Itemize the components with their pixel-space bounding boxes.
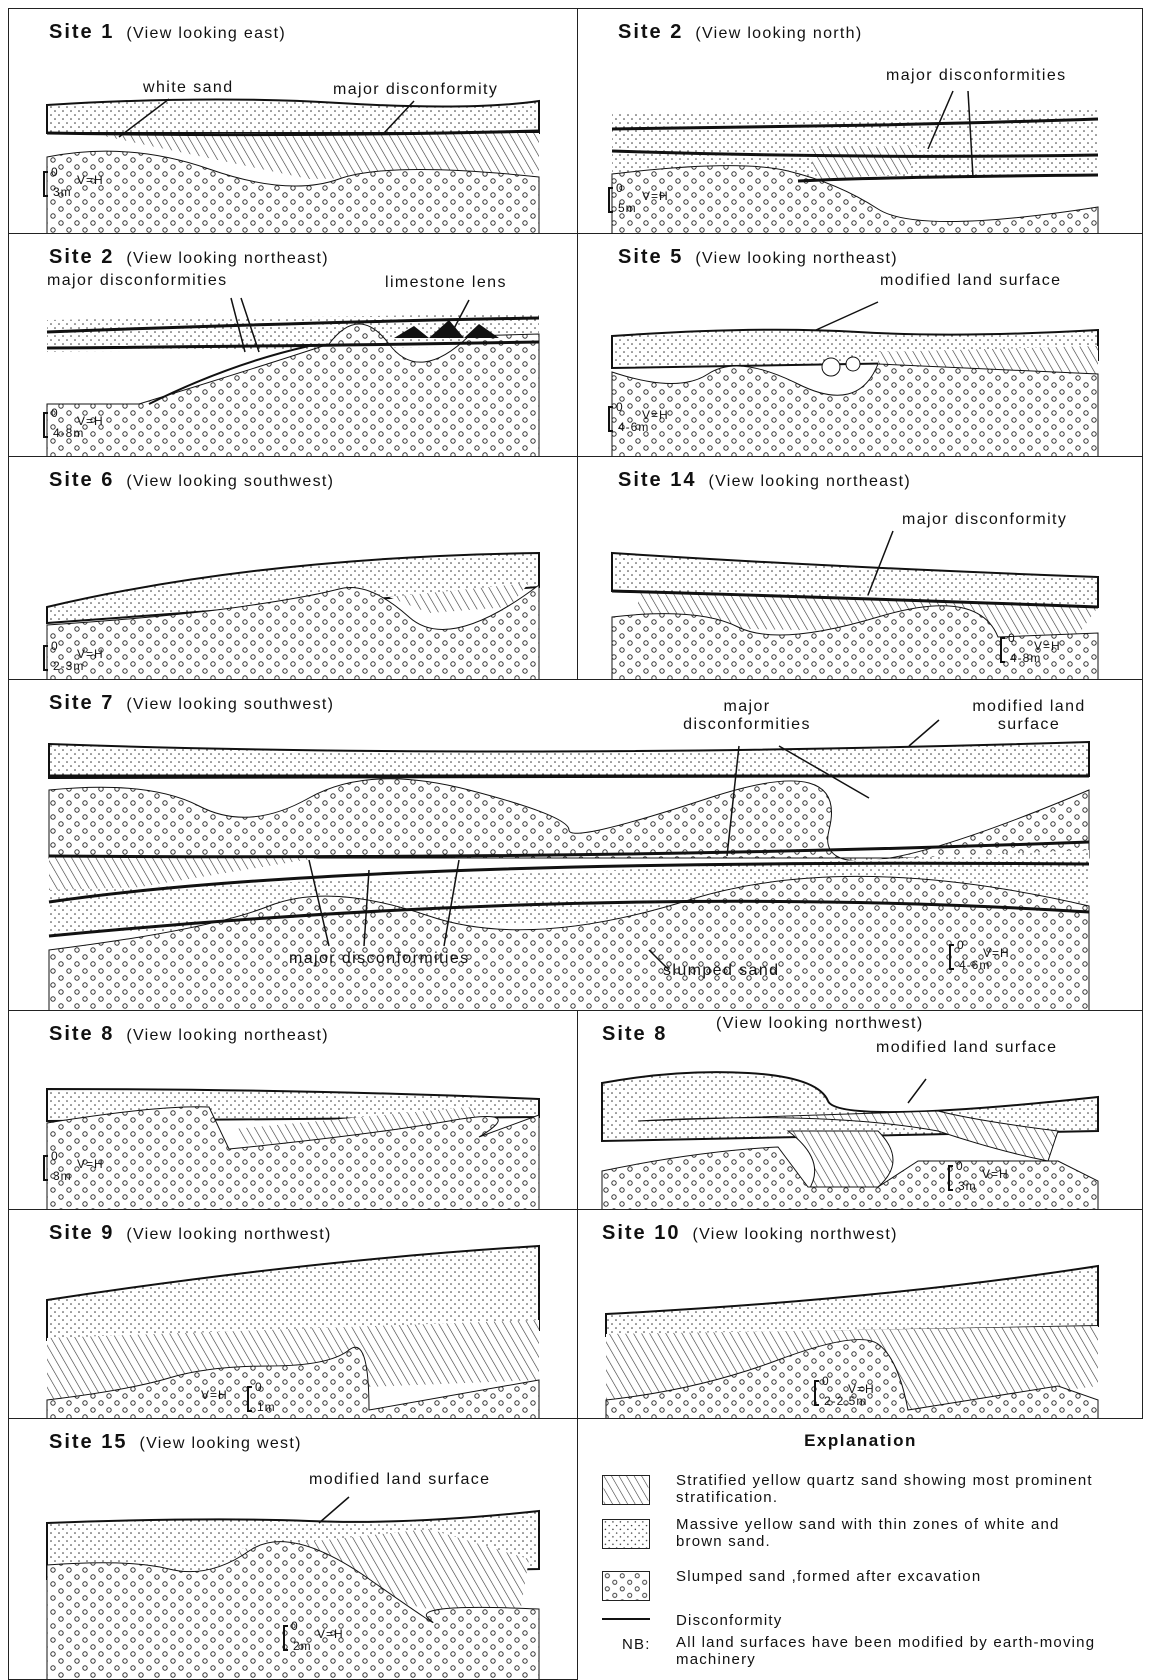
clast <box>846 357 860 371</box>
panel-site15: Site 15(View looking west) modified land… <box>8 1418 578 1680</box>
note-label: NB: <box>622 1637 651 1654</box>
label-modified-land-surface: modified land surface <box>309 1471 491 1489</box>
stratified-swatch <box>602 1475 650 1505</box>
panel-site14: Site 14(View looking northeast) major di… <box>577 456 1143 680</box>
panel-site6: Site 6(View looking southwest) 0V=H2-3m <box>8 456 578 680</box>
panel-site2-northeast: Site 2(View looking northeast) major dis… <box>8 233 578 457</box>
label-major-disconformity: major disconformity <box>902 511 1067 529</box>
massive-sand-layer <box>606 1266 1098 1336</box>
label-modified-land-surface: modified land surface <box>949 698 1109 733</box>
label-modified-land-surface: modified land surface <box>876 1039 1058 1057</box>
cross-section-drawing <box>9 1210 578 1419</box>
label-major-disconformities: major disconformities <box>289 950 470 968</box>
disconformity-swatch <box>602 1615 650 1625</box>
label-major-disconformities: major disconformities <box>47 272 228 290</box>
leader-line <box>319 1497 349 1523</box>
panel-site9: Site 9(View looking northwest) 0V=H1m <box>8 1209 578 1419</box>
label-major-disconformities: major disconformities <box>886 67 1067 85</box>
note-text: All land surfaces have been modified by … <box>676 1635 1116 1668</box>
slumped-swatch <box>602 1571 650 1601</box>
panel-site7: Site 7(View looking southwest) major dis… <box>8 679 1143 1011</box>
panel-site10: Site 10(View looking northwest) 0V=H2-2.… <box>577 1209 1143 1419</box>
cross-section-drawing <box>578 234 1143 457</box>
leader-line <box>816 302 878 330</box>
panel-site8-northwest: Site 8 (View looking northwest) modified… <box>577 1010 1143 1210</box>
leader-line <box>909 720 939 746</box>
legend-explanation: Explanation Stratified yellow quartz san… <box>577 1418 1143 1680</box>
panel-site2-north: Site 2(View looking north) major disconf… <box>577 8 1143 234</box>
cross-section-drawing <box>578 1011 1143 1210</box>
stratified-sand-layer <box>808 145 918 179</box>
label-slumped-sand: slumped sand <box>663 962 779 980</box>
label-major-disconformity: major disconformity <box>333 81 498 99</box>
slumped-sand-layer <box>47 1107 539 1210</box>
slumped-sand-layer <box>612 364 1098 457</box>
label-limestone-lens: limestone lens <box>385 274 507 292</box>
cross-section-drawing <box>9 1011 578 1210</box>
label-modified-land-surface: modified land surface <box>880 272 1062 290</box>
disconformity-line <box>49 776 1089 777</box>
massive-sand-layer <box>47 99 539 133</box>
label-major-disconformities: major disconformities <box>657 698 837 733</box>
clast <box>822 358 840 376</box>
panel-site5: Site 5(View looking northeast) modified … <box>577 233 1143 457</box>
cross-section-drawing <box>9 9 578 234</box>
panel-site8-northeast: Site 8(View looking northeast) 0V=H3m <box>8 1010 578 1210</box>
legend-title: Explanation <box>578 1431 1143 1451</box>
leader-line <box>908 1079 926 1103</box>
massive-sand-layer <box>49 742 1089 778</box>
panel-site1: Site 1(View looking east) white sand maj… <box>8 8 578 234</box>
massive-swatch <box>602 1519 650 1549</box>
label-white-sand: white sand <box>143 79 234 97</box>
